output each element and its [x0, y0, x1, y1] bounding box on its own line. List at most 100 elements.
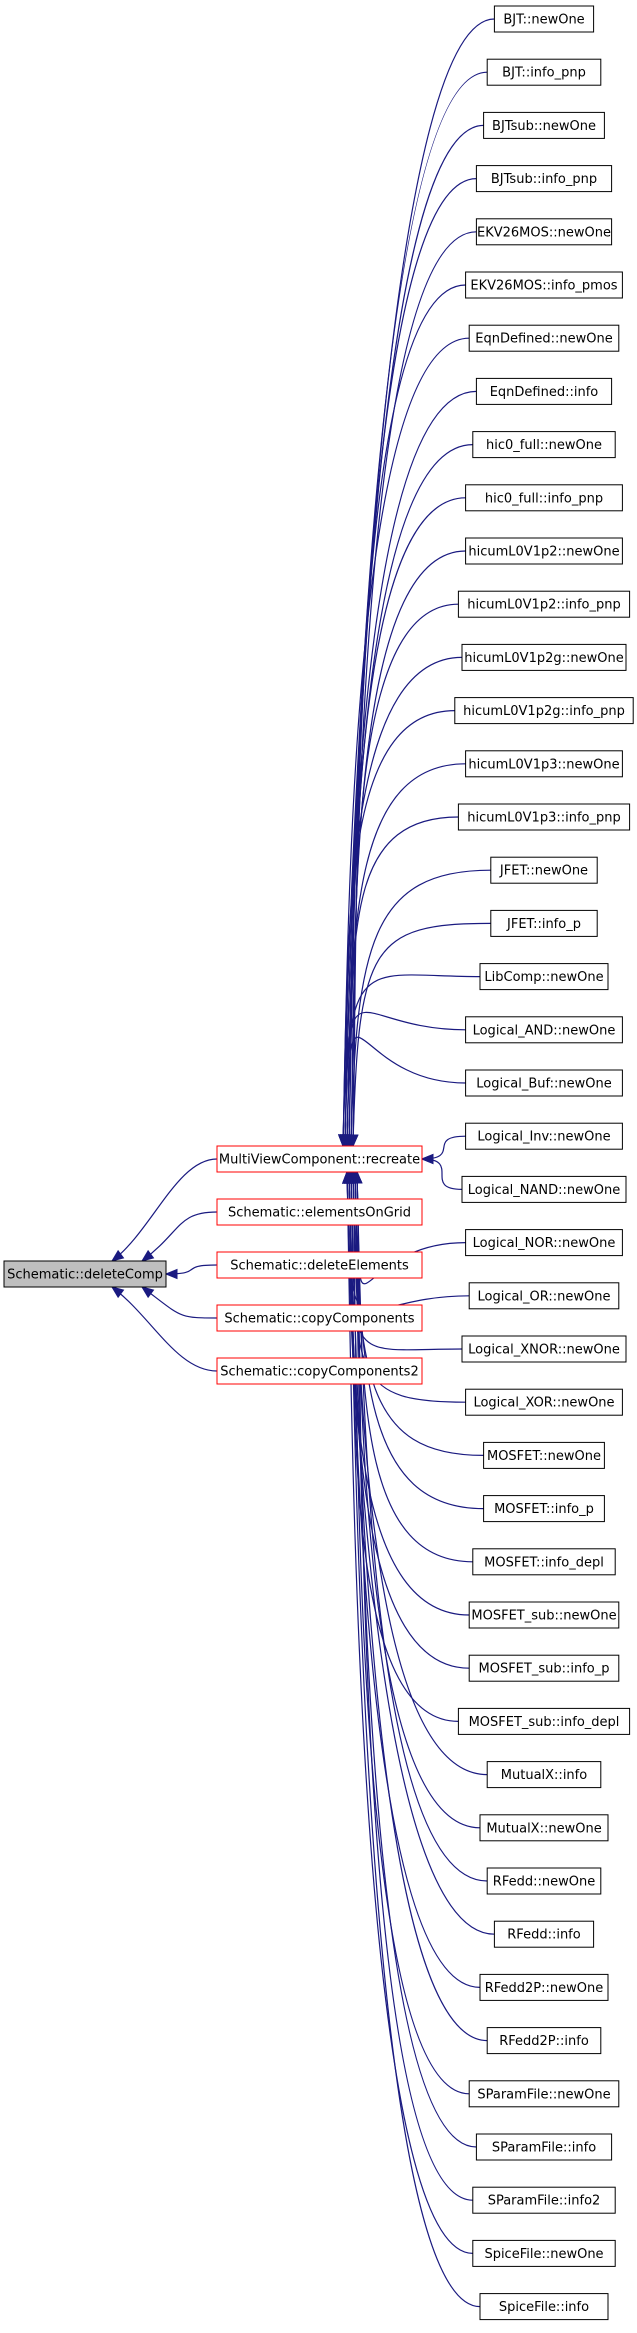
node-mutualx-info-label: MutualX::info — [501, 1768, 587, 1783]
node-logical-xor-newone[interactable]: Logical_XOR::newOne — [465, 1388, 623, 1416]
node-schematic-deleteelements-label: Schematic::deleteElements — [230, 1259, 409, 1274]
node-eqndefined-newone[interactable]: EqnDefined::newOne — [468, 324, 620, 352]
edge-copyComponents-to-root-arrowhead — [140, 1286, 155, 1299]
node-schematic-elementsongrid[interactable]: Schematic::elementsOnGrid — [216, 1198, 423, 1226]
edge-recreate-to-root-arrowhead — [110, 1249, 125, 1262]
node-rfedd-newone[interactable]: RFedd::newOne — [486, 1867, 602, 1895]
node-bjtsub-newone-box — [483, 111, 605, 139]
node-rfedd2p-info[interactable]: RFedd2P::info — [486, 2027, 602, 2055]
node-eqndefined-info[interactable]: EqnDefined::info — [475, 377, 613, 405]
node-jfet-info-p[interactable]: JFET::info_p — [490, 909, 598, 937]
node-mosfet-newone[interactable]: MOSFET::newOne — [483, 1441, 605, 1469]
node-mosfet-info-depl-box — [472, 1548, 616, 1576]
edge-logical-nand-newone-to-recreate — [421, 1158, 463, 1190]
node-hicuml0v1p3-newone[interactable]: hicumL0V1p3::newOne — [465, 750, 623, 778]
node-sparamfile-info2-box — [472, 2186, 616, 2214]
node-bjt-newone-box — [493, 5, 595, 33]
node-hicuml0v1p3-info-pnp[interactable]: hicumL0V1p3::info_pnp — [457, 803, 631, 831]
node-hicuml0v1p2-newone[interactable]: hicumL0V1p2::newOne — [465, 537, 623, 565]
node-jfet-newone[interactable]: JFET::newOne — [490, 856, 598, 884]
node-spicefile-info[interactable]: SpiceFile::info — [479, 2293, 609, 2321]
node-logical-buf-newone-box — [465, 1069, 623, 1097]
node-hicuml0v1p2g-newone-label: hicumL0V1p2g::newOne — [464, 651, 623, 666]
edge-spicefile-info-to-recreate-arrowhead — [344, 1170, 355, 1184]
node-logical-xor-newone-box — [465, 1388, 623, 1416]
node-hicuml0v1p2-info-pnp-box — [457, 590, 631, 618]
node-logical-xnor-newone[interactable]: Logical_XNOR::newOne — [461, 1335, 627, 1363]
edge-recreate-to-root — [111, 1158, 218, 1262]
node-rfedd-info-label: RFedd::info — [507, 1928, 580, 1943]
edge-logical-nand-newone-to-recreate-arrowhead — [420, 1153, 434, 1165]
node-sparamfile-newone[interactable]: SParamFile::newOne — [468, 2080, 620, 2108]
node-multiviewcomponent-recreate-box — [216, 1145, 423, 1173]
node-spicefile-newone[interactable]: SpiceFile::newOne — [472, 2239, 616, 2267]
node-logical-nand-newone[interactable]: Logical_NAND::newOne — [461, 1175, 627, 1203]
node-logical-nand-newone-box — [461, 1175, 627, 1203]
node-schematic-deletecomp[interactable]: Schematic::deleteComp — [3, 1260, 167, 1288]
edge-sparamfile-info2-to-recreate-arrowhead — [352, 1170, 363, 1184]
node-spicefile-newone-label: SpiceFile::newOne — [484, 2247, 603, 2262]
node-schematic-deleteelements[interactable]: Schematic::deleteElements — [216, 1251, 423, 1279]
edge-logical-buf-newone-to-recreate-arrowhead — [342, 1134, 353, 1148]
node-logical-or-newone-label: Logical_OR::newOne — [477, 1289, 610, 1304]
node-schematic-copycomponents-label: Schematic::copyComponents — [224, 1312, 414, 1327]
node-bjt-newone[interactable]: BJT::newOne — [493, 5, 595, 33]
node-hicuml0v1p2g-newone[interactable]: hicumL0V1p2g::newOne — [461, 643, 627, 671]
node-ekv26mos-newone[interactable]: EKV26MOS::newOne — [475, 218, 613, 246]
node-mosfet-sub-info-depl[interactable]: MOSFET_sub::info_depl — [457, 1707, 631, 1735]
node-sparamfile-newone-box — [468, 2080, 620, 2108]
node-logical-inv-newone[interactable]: Logical_Inv::newOne — [465, 1122, 623, 1150]
node-hicuml0v1p2g-info-pnp[interactable]: hicumL0V1p2g::info_pnp — [454, 697, 634, 725]
edge-elementsOnGrid-to-root — [141, 1211, 218, 1262]
node-mosfet-sub-newone[interactable]: MOSFET_sub::newOne — [468, 1601, 620, 1629]
node-hicuml0v1p2-info-pnp-label: hicumL0V1p2::info_pnp — [467, 598, 621, 613]
node-mosfet-info-depl[interactable]: MOSFET::info_depl — [472, 1548, 616, 1576]
node-bjt-info-pnp[interactable]: BJT::info_pnp — [486, 58, 602, 86]
node-logical-inv-newone-label: Logical_Inv::newOne — [477, 1130, 610, 1145]
node-logical-buf-newone[interactable]: Logical_Buf::newOne — [465, 1069, 623, 1097]
node-ekv26mos-info-pmos[interactable]: EKV26MOS::info_pmos — [465, 271, 623, 299]
node-libcomp-newone[interactable]: LibComp::newOne — [479, 963, 609, 991]
node-hic0-full-newone-box — [472, 431, 616, 459]
node-hic0-full-newone[interactable]: hic0_full::newOne — [472, 431, 616, 459]
edge-jfet-info-p-to-recreate — [352, 922, 491, 1147]
node-schematic-deletecomp-box — [3, 1260, 167, 1288]
node-mosfet-sub-info-depl-label: MOSFET_sub::info_depl — [469, 1715, 620, 1730]
node-logical-nand-newone-label: Logical_NAND::newOne — [468, 1183, 621, 1198]
node-mosfet-newone-label: MOSFET::newOne — [487, 1449, 601, 1464]
node-logical-buf-newone-label: Logical_Buf::newOne — [476, 1077, 611, 1092]
edge-logical-inv-newone-to-recreate — [421, 1135, 466, 1160]
node-mutualx-info[interactable]: MutualX::info — [486, 1761, 602, 1789]
node-sparamfile-info2[interactable]: SParamFile::info2 — [472, 2186, 616, 2214]
node-rfedd-info[interactable]: RFedd::info — [493, 1920, 595, 1948]
node-ekv26mos-newone-label: EKV26MOS::newOne — [477, 225, 611, 240]
node-hicuml0v1p2-info-pnp[interactable]: hicumL0V1p2::info_pnp — [457, 590, 631, 618]
edge-deleteElements-to-root-arrowhead — [164, 1268, 178, 1280]
edge-logical-buf-newone-to-recreate — [346, 1036, 466, 1147]
node-mutualx-newone[interactable]: MutualX::newOne — [479, 1814, 609, 1842]
node-sparamfile-info[interactable]: SParamFile::info — [475, 2133, 613, 2161]
node-logical-or-newone[interactable]: Logical_OR::newOne — [468, 1282, 620, 1310]
node-multiviewcomponent-recreate-label: MultiViewComponent::recreate — [219, 1153, 420, 1168]
node-logical-and-newone[interactable]: Logical_AND::newOne — [465, 1016, 623, 1044]
node-bjtsub-info-pnp-box — [475, 165, 613, 193]
node-mosfet-sub-info-p[interactable]: MOSFET_sub::info_p — [468, 1654, 620, 1682]
node-schematic-copycomponents[interactable]: Schematic::copyComponents — [216, 1304, 423, 1332]
node-mosfet-sub-newone-label: MOSFET_sub::newOne — [471, 1609, 616, 1624]
edge-hicuml0v1p3-newone-to-recreate — [346, 763, 466, 1147]
node-multiviewcomponent-recreate[interactable]: MultiViewComponent::recreate — [216, 1145, 423, 1173]
node-bjtsub-info-pnp[interactable]: BJTsub::info_pnp — [475, 165, 613, 193]
node-bjtsub-newone[interactable]: BJTsub::newOne — [483, 111, 605, 139]
node-schematic-copycomponents2[interactable]: Schematic::copyComponents2 — [216, 1357, 423, 1385]
node-logical-nor-newone[interactable]: Logical_NOR::newOne — [465, 1229, 623, 1257]
node-mosfet-info-p[interactable]: MOSFET::info_p — [483, 1495, 605, 1523]
node-mosfet-sub-newone-box — [468, 1601, 620, 1629]
node-jfet-newone-label: JFET::newOne — [499, 864, 588, 879]
node-rfedd2p-newone-box — [479, 1973, 609, 2001]
node-rfedd2p-newone[interactable]: RFedd2P::newOne — [479, 1973, 609, 2001]
node-rfedd2p-info-label: RFedd2P::info — [499, 2034, 589, 2049]
edge-eqndefined-info-to-recreate — [344, 390, 477, 1147]
edge-sparamfile-newone-to-recreate — [352, 1171, 470, 2095]
node-spicefile-info-box — [479, 2293, 609, 2321]
node-hic0-full-info-pnp[interactable]: hic0_full::info_pnp — [465, 484, 623, 512]
